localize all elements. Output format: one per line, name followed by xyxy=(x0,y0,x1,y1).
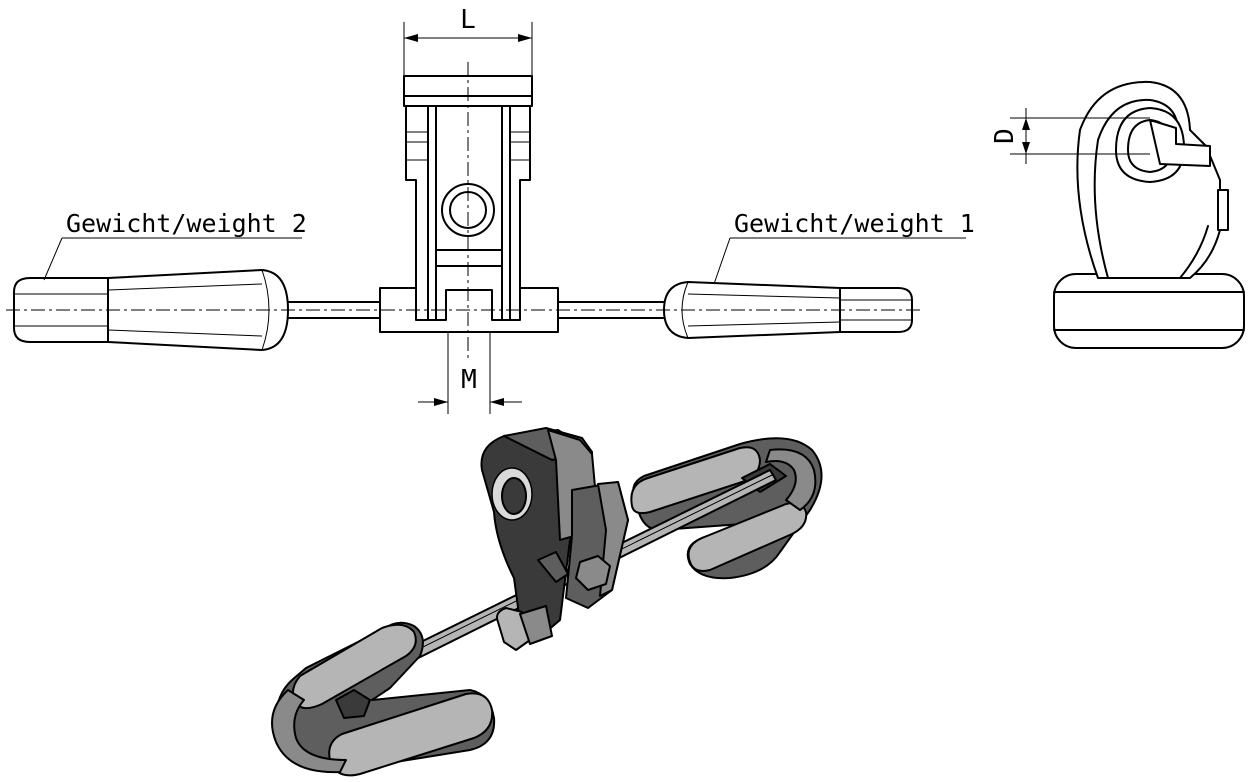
weight-2-label: Gewicht/weight 2 xyxy=(66,209,307,238)
dimension-m: M xyxy=(418,332,522,414)
weight-2-leader: Gewicht/weight 2 xyxy=(43,209,307,281)
weight-1-leader: Gewicht/weight 1 xyxy=(713,209,975,285)
dimension-label-d: D xyxy=(990,128,1020,144)
isometric-view xyxy=(271,427,823,777)
messenger-rod xyxy=(283,301,665,319)
dimension-label-l: L xyxy=(460,5,476,35)
dimension-l: L xyxy=(403,5,533,76)
side-view: D xyxy=(990,80,1245,349)
iso-weight-right xyxy=(630,437,823,580)
centre-lines xyxy=(6,62,924,360)
iso-weight-left xyxy=(271,621,496,777)
iso-clamp-body xyxy=(480,427,629,651)
dimension-label-m: M xyxy=(461,365,477,395)
front-view: L M Gewicht/weight 2 Gewicht/weight 1 xyxy=(6,5,975,414)
weight-1-label: Gewicht/weight 1 xyxy=(734,209,975,238)
